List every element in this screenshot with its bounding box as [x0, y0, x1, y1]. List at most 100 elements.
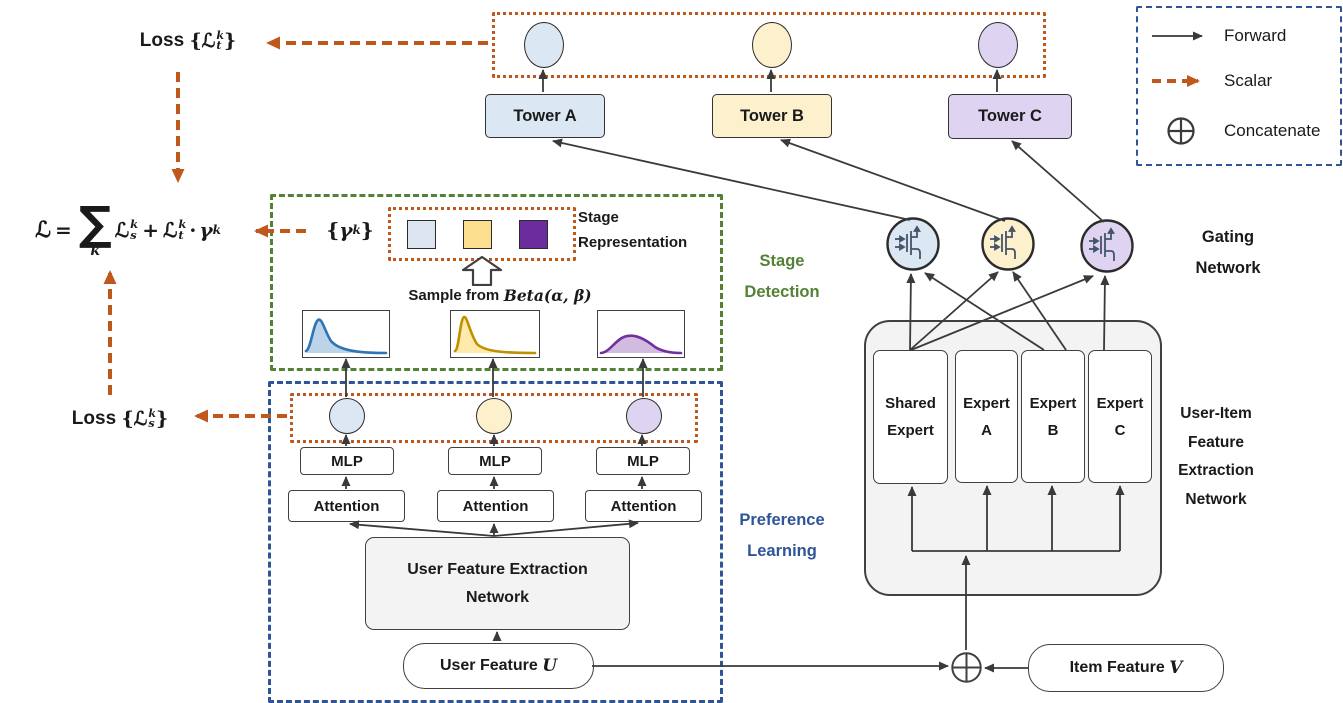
gate-icon [1080, 219, 1134, 273]
eq-term2: ℒ [162, 218, 178, 242]
mlp-box-2: MLP [448, 447, 542, 475]
sup-k: k [148, 406, 156, 420]
user-feature-text: User Feature [439, 657, 538, 674]
expert-line2: Expert [887, 422, 934, 439]
user-feature-pill: User Feature U [403, 643, 594, 689]
legend-row-forward: Forward [1138, 26, 1340, 46]
eq-lhs: ℒ [35, 217, 51, 243]
sup-k: k [216, 28, 224, 42]
preference-output-circle-purple [626, 398, 662, 434]
beta-curve-blue [304, 318, 388, 355]
user-item-line2: Feature [1188, 433, 1244, 451]
beta-curve-purple [599, 334, 683, 355]
eq-term1: ℒ [114, 218, 130, 242]
brace: { [326, 218, 340, 242]
sum-index: k [90, 242, 101, 259]
sup-k: k [352, 223, 361, 237]
beta-plot-purple [597, 310, 685, 358]
gamma: γ [339, 218, 353, 242]
sup: k [130, 217, 139, 231]
legend-row-scalar: Scalar [1138, 71, 1340, 91]
brace: } [155, 408, 169, 430]
ufen-line1: User Feature Extraction [407, 560, 588, 578]
sample-prefix: Sample from [408, 286, 500, 304]
scalar-arrow-icon [1138, 74, 1224, 88]
stage-detection-label: Stage Detection [724, 246, 840, 307]
gate-icon [981, 217, 1035, 271]
sum-symbol: ∑ [78, 195, 112, 250]
sub-t: t [216, 39, 222, 52]
brace: { [189, 30, 202, 52]
script-l: ℒ [201, 30, 216, 52]
sub: s [130, 228, 137, 242]
expert-line2: B [1047, 421, 1059, 439]
sample-up-arrow-icon [461, 256, 503, 286]
concatenate-node [950, 651, 983, 684]
expert-line1: Shared [885, 395, 936, 412]
item-feature-var: V [1169, 658, 1183, 678]
item-feature-pill: Item Feature V [1028, 644, 1224, 692]
stage-label-line1: Stage [759, 252, 805, 270]
legend-forward-label: Forward [1224, 26, 1287, 46]
task-output-circle-yellow [752, 22, 792, 68]
mlp-box-3: MLP [596, 447, 690, 475]
shared-expert-box: Shared Expert [873, 350, 948, 484]
user-item-line4: Network [1185, 491, 1247, 509]
attention-box-2: Attention [437, 490, 554, 522]
stage-detection-box [270, 194, 723, 371]
eq-gamma-sup: k [212, 223, 221, 237]
eq-plus: + [142, 218, 159, 242]
preference-label-line2: Learning [747, 541, 817, 560]
concatenate-icon [951, 652, 982, 683]
sample-from-beta-label: Sample from Beta(α, β) [378, 284, 622, 306]
tower-b: Tower B [712, 94, 832, 138]
attention-box-1: Attention [288, 490, 405, 522]
gating-label-line2: Network [1195, 258, 1261, 277]
eq-dot: · [189, 218, 197, 242]
tower-a: Tower A [485, 94, 605, 138]
gate-circle-purple [1080, 219, 1134, 273]
legend: Forward Scalar Concatenate [1136, 6, 1342, 166]
expert-a-box: Expert A [955, 350, 1018, 483]
loss-word: Loss [71, 408, 117, 429]
script-l: ℒ [133, 408, 148, 430]
expert-line1: Expert [1096, 394, 1144, 412]
preference-learning-label: Preference Learning [722, 505, 842, 566]
eq-equals: = [54, 218, 72, 242]
brace: } [360, 218, 374, 242]
beta-plot-gold [450, 310, 540, 358]
gate-circle-yellow [981, 217, 1035, 271]
preference-output-circle-blue [329, 398, 365, 434]
beta-math: Beta(α, β) [503, 285, 592, 305]
brace: } [223, 30, 237, 52]
stage-rep-line1: Stage [578, 209, 619, 226]
brace: { [121, 408, 134, 430]
beta-plot-blue [302, 310, 390, 358]
concatenate-icon [1138, 116, 1224, 146]
gating-network-label: Gating Network [1172, 222, 1284, 283]
attention-box-3: Attention [585, 490, 702, 522]
mlp-box-1: MLP [300, 447, 394, 475]
beta-curve-gold [453, 315, 537, 355]
legend-row-concatenate: Concatenate [1138, 116, 1340, 146]
expert-line1: Expert [1029, 394, 1077, 412]
item-feature-text: Item Feature [1069, 659, 1165, 676]
legend-scalar-label: Scalar [1224, 70, 1273, 90]
user-item-line1: User-Item [1180, 405, 1252, 422]
task-output-circle-blue [524, 22, 564, 68]
user-item-network-label: User-Item Feature Extraction Network [1163, 400, 1269, 515]
user-feature-var: U [542, 656, 558, 676]
stage-square-2 [463, 220, 492, 249]
ufen-line2: Network [465, 588, 530, 606]
legend-concatenate-label: Concatenate [1224, 120, 1321, 140]
tower-c: Tower C [948, 94, 1072, 139]
expert-line2: A [981, 421, 992, 439]
sub: t [178, 228, 184, 242]
stage-representation-label: Stage Representation [578, 206, 708, 256]
expert-b-box: Expert B [1021, 350, 1085, 483]
stage-label-line2: Detection [744, 282, 820, 301]
